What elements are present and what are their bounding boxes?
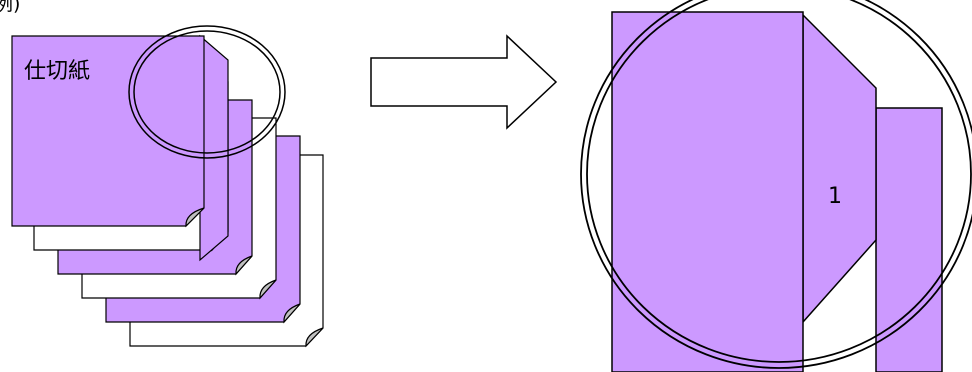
zoom-tab bbox=[803, 15, 876, 322]
tab-number: 1 bbox=[828, 184, 842, 209]
zoom-front-sheet bbox=[612, 12, 803, 372]
zoom-back-sheet bbox=[876, 108, 942, 372]
divider-label: 仕切紙 bbox=[24, 59, 90, 84]
right-arrow-icon bbox=[371, 36, 556, 128]
zoom-view bbox=[612, 12, 942, 372]
caption: 例) bbox=[0, 0, 20, 15]
